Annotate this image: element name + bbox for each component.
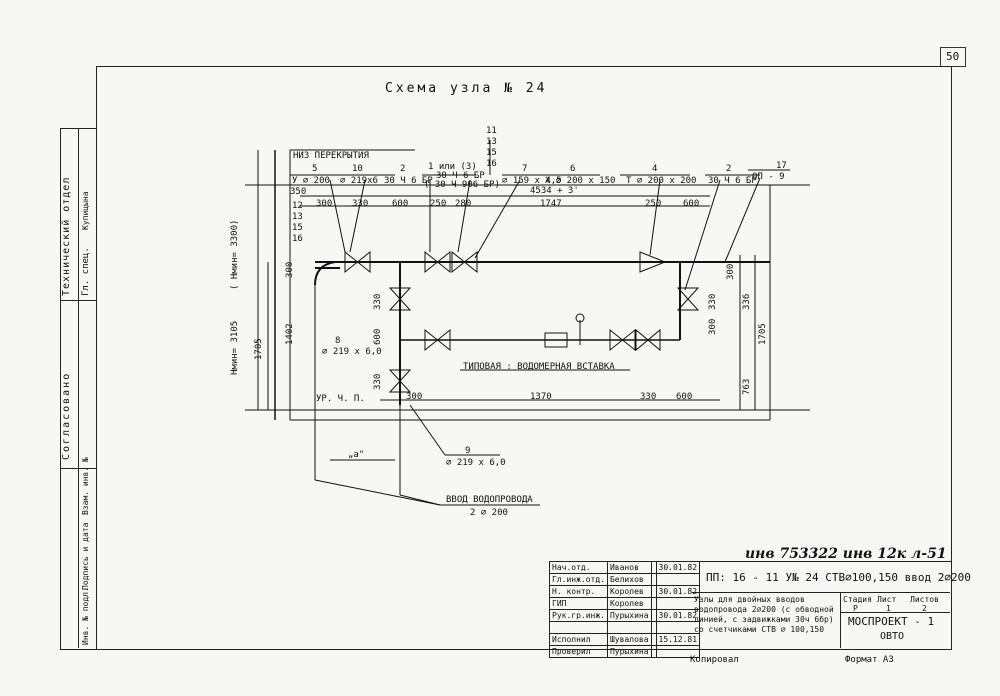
dim: 1370 bbox=[530, 392, 552, 402]
part-9-spec: ⌀ 219 х 6,0 bbox=[446, 458, 506, 468]
callout-left-0: 12 bbox=[292, 201, 303, 211]
part-10-num: 10 bbox=[352, 164, 363, 174]
callout-top-1: 13 bbox=[486, 137, 497, 147]
part-8-num: 8 bbox=[335, 336, 341, 346]
dim: 250 bbox=[430, 199, 447, 209]
dim: 600 bbox=[373, 328, 383, 345]
stage-val-1: 1 bbox=[886, 604, 891, 613]
insert-label: ТИПОВАЯ : ВОДОМЕРНАЯ ВСТАВКА bbox=[463, 362, 615, 372]
dim: 350 bbox=[290, 187, 307, 197]
organization-dept: ОВТО bbox=[880, 631, 905, 642]
part-5-num: 5 bbox=[312, 164, 318, 174]
part-4-spec: Т ⌀ 200 х 200 bbox=[626, 176, 697, 186]
part-2b-spec: 30 Ч 6 БР bbox=[708, 176, 757, 186]
dim: 330 bbox=[352, 199, 369, 209]
drawing-title: Схема узла № 24 bbox=[385, 81, 548, 96]
dim: 300 bbox=[406, 392, 423, 402]
stage-divider bbox=[840, 612, 950, 613]
ceiling-label: НИЗ ПЕРЕКРЫТИЯ bbox=[293, 151, 369, 161]
dim: 1705 bbox=[758, 323, 768, 345]
page-number-box bbox=[940, 47, 966, 67]
part-7-num: 7 bbox=[522, 164, 528, 174]
part-4-num: 4 bbox=[652, 164, 658, 174]
drawing-description: Узлы для двойных вводов водопровода 2⌀20… bbox=[694, 595, 834, 634]
floor-label: УР. Ч. П. bbox=[316, 394, 365, 404]
stage-val-0: Р bbox=[853, 604, 858, 613]
dim: 300 bbox=[726, 263, 736, 280]
callout-top-2: 15 bbox=[486, 148, 497, 158]
dim: 300 bbox=[708, 318, 718, 335]
stage-head-2: Листов bbox=[910, 595, 939, 604]
stage-val-2: 2 bbox=[922, 604, 927, 613]
dim: 250 bbox=[645, 199, 662, 209]
dim: 1705 bbox=[254, 338, 264, 360]
part-8-spec: ⌀ 219 х 6,0 bbox=[322, 347, 382, 357]
part-5-spec: У ⌀ 200 bbox=[292, 176, 330, 186]
part-10-spec: ⌀ 219х6 bbox=[340, 176, 378, 186]
part-1-spec: 30 Ч 6 БР bbox=[436, 171, 485, 181]
dim: 280 bbox=[455, 199, 472, 209]
part-6-extra: 4534 + 3' bbox=[530, 186, 579, 196]
callout-left-1: 13 bbox=[292, 212, 303, 222]
part-2a-spec: 30 Ч 6 БР bbox=[384, 176, 433, 186]
dim: 330 bbox=[373, 293, 383, 310]
dim: 600 bbox=[683, 199, 700, 209]
h-min: Нмин= 3105 bbox=[230, 320, 240, 375]
part-2a-num: 2 bbox=[400, 164, 406, 174]
dim: 300 bbox=[285, 261, 295, 278]
left-stamp-divider-h1 bbox=[60, 468, 96, 469]
dim: 600 bbox=[676, 392, 693, 402]
callout-left-3: 16 bbox=[292, 234, 303, 244]
a-dim: „а" bbox=[348, 450, 365, 460]
dim: 1402 bbox=[285, 323, 295, 345]
part-9-num: 9 bbox=[465, 446, 471, 456]
part-17-num: 17 bbox=[776, 161, 787, 171]
entry-label: ВВОД ВОДОПРОВОДА bbox=[446, 495, 533, 505]
left-stamp-divider bbox=[78, 128, 79, 648]
part-1-num: 1 или (3) bbox=[428, 162, 477, 172]
title-block-frame bbox=[549, 561, 952, 650]
format-label: Формат А3 bbox=[845, 655, 894, 665]
dim: 330 bbox=[373, 373, 383, 390]
dim: 300 bbox=[316, 199, 333, 209]
page-number: 50 bbox=[946, 50, 960, 63]
dim: 763 bbox=[742, 378, 752, 395]
part-17-spec: ОП - 9 bbox=[752, 172, 785, 182]
left-stamp-divider-h2 bbox=[60, 300, 96, 301]
h-max: ( Нмин= 3300) bbox=[230, 219, 240, 290]
organization: МОСПРОЕКТ - 1 bbox=[848, 615, 935, 628]
drawing-frame bbox=[96, 66, 952, 650]
stage-head-0: Стадия bbox=[843, 595, 872, 604]
dim: 1747 bbox=[540, 199, 562, 209]
part-2b-num: 2 bbox=[726, 164, 732, 174]
dim: 600 bbox=[392, 199, 409, 209]
part-6-spec: Х ⌀ 200 х 150 bbox=[545, 176, 616, 186]
dim: 330 bbox=[640, 392, 657, 402]
right-divider bbox=[840, 592, 841, 648]
dim: 336 bbox=[742, 293, 752, 310]
copied-label: Копировал bbox=[690, 655, 739, 665]
code-divider bbox=[692, 592, 950, 593]
entry-size: 2 ⌀ 200 bbox=[470, 508, 508, 518]
callout-top-3: 16 bbox=[486, 159, 497, 169]
callout-left-2: 15 bbox=[292, 223, 303, 233]
stage-head-1: Лист bbox=[877, 595, 897, 604]
part-1-alt: ( 30 Ч 906 БР) bbox=[424, 180, 500, 190]
role: Проверил bbox=[549, 645, 608, 658]
callout-top-0: 11 bbox=[486, 126, 497, 136]
dim: 330 bbox=[708, 293, 718, 310]
handwritten-inventory: инв 753322 инв 12к л-51 bbox=[745, 546, 947, 562]
drawing-code: ПП: 16 - 11 У№ 24 СТВ⌀100,150 ввод 2⌀200 bbox=[706, 571, 971, 584]
part-7-spec: ⌀ 159 х 4,5 bbox=[502, 176, 562, 186]
part-6-num: 6 bbox=[570, 164, 576, 174]
